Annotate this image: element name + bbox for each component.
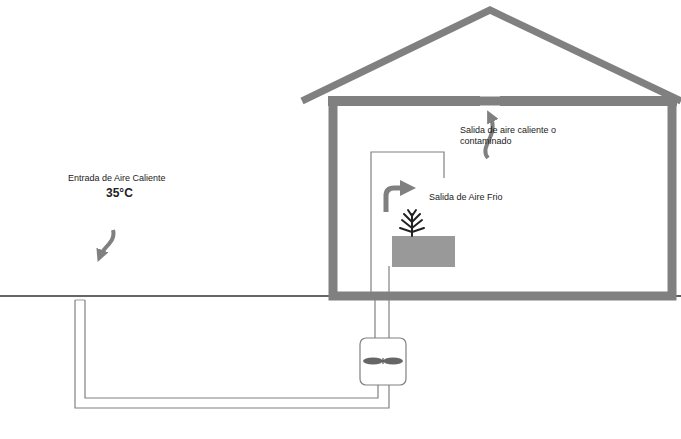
ground-line — [0, 295, 330, 297]
pipe — [75, 300, 389, 408]
plant — [400, 210, 424, 236]
air-label: Salida de Aire Frio — [429, 192, 503, 203]
planter — [392, 236, 455, 267]
outlet-box — [388, 266, 389, 296]
pipe — [374, 296, 375, 338]
pipe-inlet — [75, 300, 85, 301]
flow-arrow — [100, 230, 113, 256]
outlet-box — [371, 152, 444, 296]
pipe — [85, 300, 378, 398]
ceiling — [500, 96, 677, 106]
air-label: Entrada de Aire Caliente — [68, 173, 166, 184]
roof — [302, 10, 681, 101]
fan-blade — [363, 358, 383, 365]
fan-box — [360, 338, 406, 385]
pipe — [388, 296, 389, 338]
temperature-label: 35°C — [106, 186, 133, 200]
air-label: Salida de aire caliente o contaminado — [460, 125, 560, 147]
house-walls — [333, 101, 672, 296]
fan-hub — [383, 358, 384, 364]
fan-blade — [383, 358, 403, 365]
flow-arrow — [386, 188, 408, 212]
ceiling — [328, 96, 480, 106]
